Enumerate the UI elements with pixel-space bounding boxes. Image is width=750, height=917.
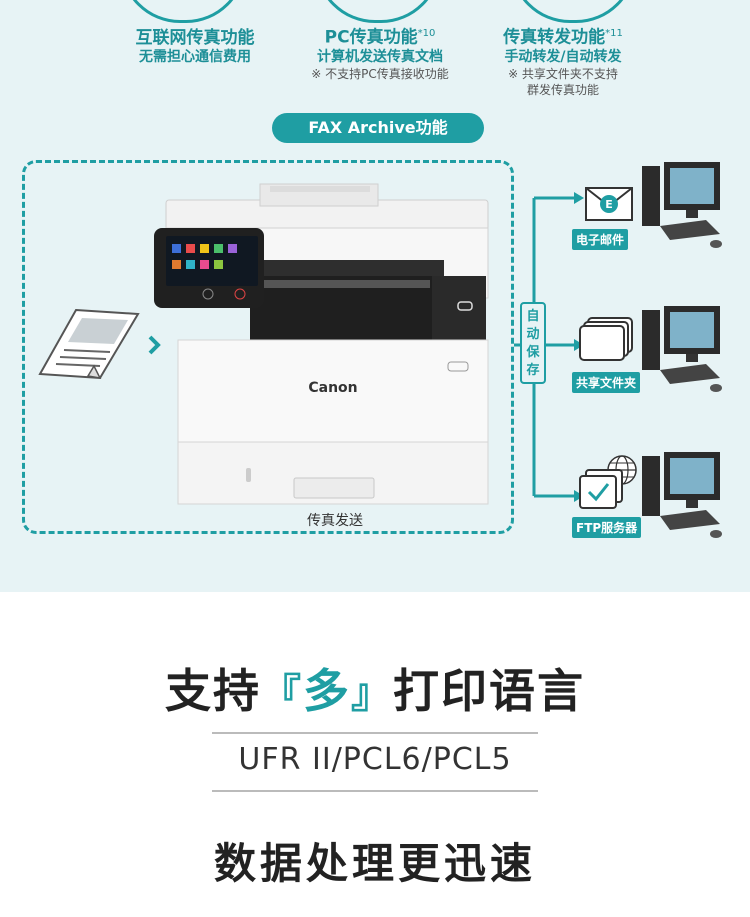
destination-label-ftp: FTP服务器 [572, 517, 642, 538]
computer-icon [642, 306, 722, 392]
heading-text: 支持 [165, 664, 261, 718]
fax-section: 互联网传真功能 无需担心通信费用 PC传真功能*10 计算机发送传真文档 ※ 不… [0, 0, 750, 592]
computer-icon [642, 162, 722, 248]
print-language-heading: 支持『多』打印语言 [0, 655, 750, 721]
email-icon: E [585, 187, 633, 221]
heading-text: 打印语言 [393, 664, 585, 718]
printer-brand: Canon [308, 380, 357, 396]
feature-note: ※ 不支持PC传真接收功能 [311, 66, 449, 81]
document-icon [38, 308, 140, 380]
folder-icon [579, 317, 633, 361]
destination-label-folder: 共享文件夹 [572, 372, 641, 393]
feature-circle-1 [120, 0, 246, 23]
feature-subtitle: 计算机发送传真文档 [317, 48, 443, 65]
feature-title: 互联网传真功能 [135, 28, 255, 48]
fax-send-caption: 传真发送 [307, 513, 363, 529]
feature-pc-fax: PC传真功能*10 计算机发送传真文档 ※ 不支持PC传真接收功能 [290, 24, 470, 82]
fax-archive-badge: FAX Archive功能 [272, 113, 484, 143]
feature-title: PC传真功能 [324, 27, 418, 48]
print-languages: UFR II/PCL6/PCL5 [238, 742, 512, 777]
footnote-mark: *11 [605, 28, 623, 39]
chevron-right-icon [148, 335, 161, 355]
svg-text:E: E [605, 198, 613, 211]
auto-save-char: 存 [526, 363, 540, 378]
computer-icon [642, 452, 722, 538]
heading-bracket: 『 [261, 671, 303, 717]
divider [212, 732, 538, 734]
auto-save-char: 自 [526, 309, 540, 324]
destination-label-email: 电子邮件 [572, 229, 629, 250]
fax-send-frame [22, 160, 514, 534]
printer-image: Canon [154, 183, 489, 505]
feature-subtitle: 手动转发/自动转发 [504, 48, 622, 65]
feature-note: ※ 共享文件夹不支持 [508, 66, 618, 81]
feature-fax-forward: 传真转发功能*11 手动转发/自动转发 ※ 共享文件夹不支持 群发传真功能 [478, 24, 648, 98]
heading-bracket: 』 [351, 671, 393, 717]
auto-save-char: 动 [526, 327, 540, 342]
feature-subtitle: 无需担心通信费用 [139, 49, 251, 65]
feature-title: 传真转发功能 [503, 27, 606, 48]
data-processing-heading: 数据处理更迅速 [213, 839, 536, 888]
feature-internet-fax: 互联网传真功能 无需担心通信费用 [110, 28, 280, 66]
auto-save-badge: 自 动 保 存 [520, 302, 546, 384]
feature-note: 群发传真功能 [526, 82, 599, 97]
feature-circle-2 [315, 0, 441, 23]
auto-save-char: 保 [526, 345, 540, 360]
feature-circle-3 [510, 0, 636, 23]
heading-highlight: 多 [303, 664, 351, 718]
ftp-server-icon [579, 455, 637, 509]
footnote-mark: *10 [417, 28, 436, 39]
divider [212, 790, 538, 792]
